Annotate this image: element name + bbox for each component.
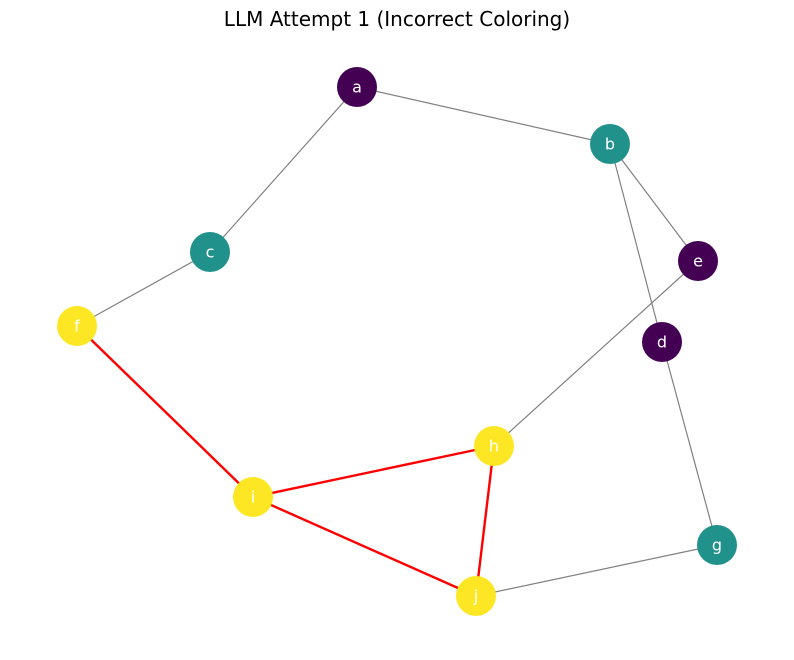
figure-title: LLM Attempt 1 (Incorrect Coloring)	[223, 7, 571, 31]
node-circle-d	[642, 322, 682, 362]
node-label-e: e	[693, 252, 703, 271]
edge-a-b	[356, 86, 611, 145]
edge-a-c	[209, 86, 358, 253]
node-label-d: d	[657, 333, 667, 352]
node-label-a: a	[352, 78, 362, 97]
edge-b-d	[609, 143, 663, 343]
node-h: h	[474, 426, 514, 466]
node-g: g	[697, 525, 737, 565]
node-e: e	[678, 241, 718, 281]
node-label-j: j	[473, 587, 478, 606]
node-i: i	[233, 477, 273, 517]
node-circle-i	[233, 477, 273, 517]
node-label-i: i	[251, 488, 255, 507]
edges-layer	[76, 86, 718, 598]
edge-g-j	[475, 544, 718, 597]
conflict-edge-f-i	[76, 325, 254, 498]
node-label-b: b	[605, 135, 615, 154]
edge-d-g	[661, 341, 718, 546]
conflict-edge-i-h	[252, 444, 495, 499]
conflict-edge-h-j	[474, 445, 496, 597]
node-circle-b	[590, 124, 630, 164]
edge-b-e	[609, 143, 699, 262]
node-circle-c	[190, 232, 230, 272]
edge-c-f	[76, 251, 211, 327]
node-circle-e	[678, 241, 718, 281]
node-circle-h	[474, 426, 514, 466]
node-b: b	[590, 124, 630, 164]
conflict-edge-i-j	[252, 495, 477, 598]
node-label-f: f	[74, 317, 80, 336]
node-circle-a	[337, 67, 377, 107]
node-label-c: c	[206, 243, 215, 262]
edge-e-h	[493, 260, 699, 447]
node-label-h: h	[489, 437, 499, 456]
node-circle-j	[456, 576, 496, 616]
node-circle-g	[697, 525, 737, 565]
nodes-layer: a b c d e f g h i j	[57, 67, 737, 616]
node-label-g: g	[712, 536, 722, 555]
node-c: c	[190, 232, 230, 272]
node-d: d	[642, 322, 682, 362]
node-f: f	[57, 306, 97, 346]
node-a: a	[337, 67, 377, 107]
node-circle-f	[57, 306, 97, 346]
node-j: j	[456, 576, 496, 616]
